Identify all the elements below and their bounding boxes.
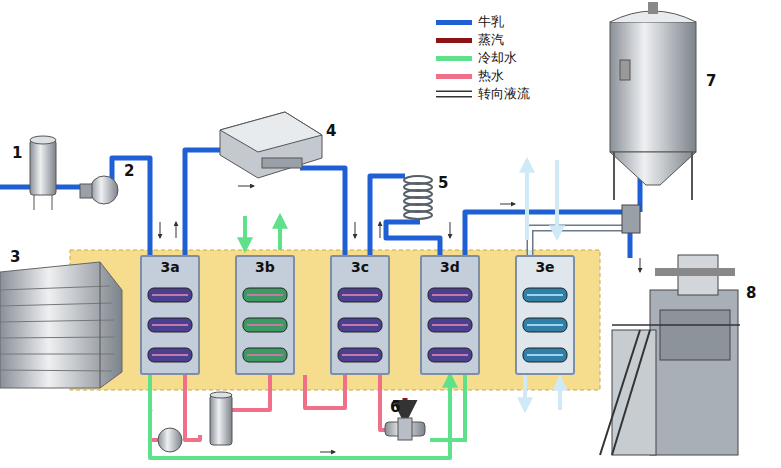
legend-text: 转向液流 [478, 85, 530, 103]
hot-water-pipe [150, 375, 385, 440]
aseptic-tank [610, 2, 696, 200]
balance-tank [30, 136, 56, 210]
callout-number: 7 [706, 74, 716, 89]
plate-section: 3d [420, 255, 480, 375]
legend-entry: 蒸汽 [436, 31, 504, 49]
callout-number: 1 [12, 146, 22, 161]
holding-tube [404, 176, 432, 219]
callout-number: 3 [10, 250, 20, 265]
steam-injector [385, 418, 425, 440]
legend-swatch [436, 56, 472, 61]
hot-water-unit [158, 392, 232, 452]
section-label: 3a [142, 259, 198, 275]
homogenizer [220, 112, 322, 178]
legend-spacer [436, 92, 472, 97]
callout-number: 4 [326, 124, 336, 139]
legend-swatch [436, 38, 472, 43]
legend-swatch [436, 74, 472, 79]
legend-entry: 转向液流 [436, 85, 530, 103]
callout-number: 2 [124, 164, 134, 179]
legend-entry: 冷却水 [436, 49, 517, 67]
callout-number: 6 [390, 400, 400, 415]
legend-entry: 热水 [436, 67, 504, 85]
legend-text: 蒸汽 [478, 31, 504, 49]
section-label: 3b [237, 259, 293, 275]
heat-exchanger-sections [140, 255, 575, 375]
callout-number: 8 [746, 286, 756, 301]
section-label: 3c [332, 259, 388, 275]
plate-section: 3a [140, 255, 200, 375]
plate-pack [148, 288, 567, 362]
legend-entry: 牛乳 [436, 13, 504, 31]
feed-pump [80, 176, 118, 204]
legend-text: 牛乳 [478, 13, 504, 31]
milk-pipe [0, 150, 640, 258]
legend-swatch [436, 20, 472, 25]
legend-text: 热水 [478, 67, 504, 85]
plate-section: 3c [330, 255, 390, 375]
filling-machine [600, 255, 740, 455]
divert-valve [622, 205, 640, 233]
plate-section: 3e [515, 255, 575, 375]
cooling-water-line [150, 375, 450, 458]
plate-section: 3b [235, 255, 295, 375]
section-label: 3d [422, 259, 478, 275]
plate-heat-exchanger [0, 262, 122, 388]
flow-arrow [150, 186, 640, 452]
steam-pipe [403, 398, 408, 420]
cooling-water-pipe [245, 216, 465, 440]
legend-line-sample [436, 94, 472, 95]
section-label: 3e [517, 259, 573, 275]
legend-text: 冷却水 [478, 49, 517, 67]
callout-number: 5 [438, 176, 448, 191]
